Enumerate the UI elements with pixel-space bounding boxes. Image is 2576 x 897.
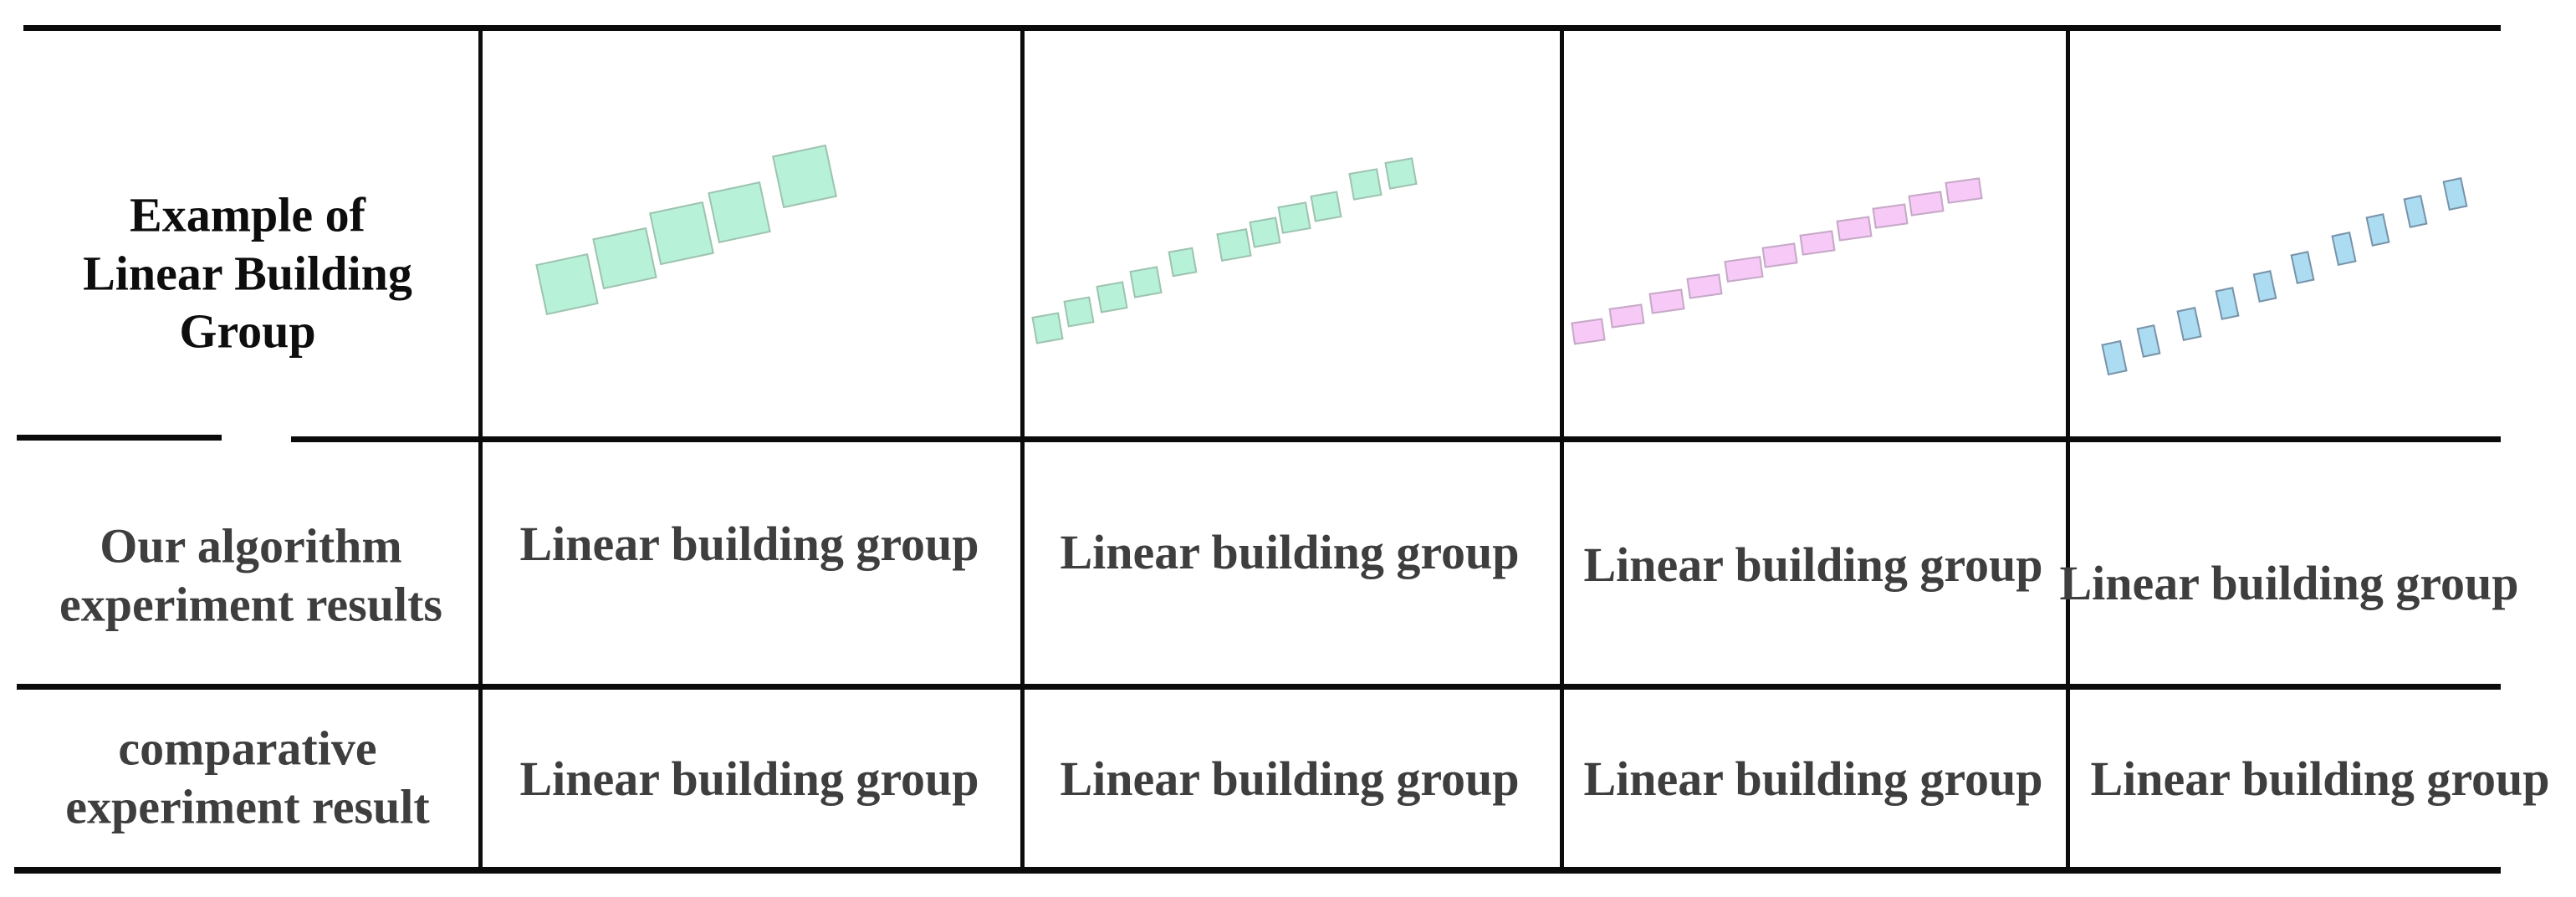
pink-rectangle-buildings	[1571, 317, 1606, 345]
small-green-square-buildings	[1129, 265, 1163, 298]
blue-rectangle-buildings	[2330, 231, 2357, 266]
pink-rectangle-buildings	[1799, 229, 1836, 256]
blue-rectangle-buildings	[2290, 251, 2315, 284]
column-divider-2	[1020, 25, 1025, 874]
row-separator-1-right-segment	[291, 436, 2501, 442]
large-green-square-buildings	[772, 144, 837, 209]
pink-rectangle-buildings	[1872, 202, 1909, 229]
column-divider-3	[1560, 25, 1564, 874]
small-green-square-buildings	[1384, 156, 1418, 190]
comparative-result-4: Linear building group	[2090, 752, 2550, 807]
our-algorithm-result-2: Linear building group	[1060, 525, 1520, 580]
blue-rectangle-buildings	[2215, 287, 2240, 320]
pink-rectangle-buildings	[1648, 288, 1685, 314]
blue-rectangle-buildings	[2252, 269, 2277, 303]
example-header-cell: Example of Linear Building Group	[83, 187, 412, 359]
small-green-square-buildings	[1030, 311, 1064, 344]
blue-rectangle-buildings	[2403, 195, 2428, 228]
small-green-square-buildings	[1063, 296, 1095, 328]
our-algorithm-row-header: Our algorithm experiment results	[59, 518, 442, 631]
table-border-bottom	[14, 867, 2501, 874]
pink-rectangle-buildings	[1686, 273, 1723, 299]
small-green-square-buildings	[1347, 167, 1383, 201]
table-border-top	[23, 25, 2501, 31]
comparative-result-1: Linear building group	[519, 752, 979, 807]
small-green-square-buildings	[1248, 217, 1281, 248]
blue-rectangle-buildings	[2136, 324, 2161, 358]
comparative-row-header: comparative experiment result	[65, 721, 430, 833]
large-green-square-buildings	[708, 181, 771, 243]
blue-rectangle-buildings	[2365, 213, 2390, 247]
our-algorithm-result-3: Linear building group	[1583, 538, 2043, 593]
pink-rectangle-buildings	[1908, 190, 1945, 217]
our-algorithm-result-1: Linear building group	[519, 517, 979, 572]
small-green-square-buildings	[1168, 247, 1198, 277]
large-green-square-buildings	[535, 253, 599, 315]
pink-rectangle-buildings	[1945, 177, 1983, 204]
pink-rectangle-buildings	[1761, 242, 1798, 268]
row-separator-1-left-segment	[17, 435, 222, 441]
blue-rectangle-buildings	[2442, 177, 2467, 211]
column-divider-4	[2066, 25, 2070, 874]
large-green-square-buildings	[592, 227, 657, 290]
row-separator-2	[17, 684, 2501, 690]
blue-rectangle-buildings	[2175, 306, 2202, 341]
small-green-square-buildings	[1309, 191, 1342, 222]
small-green-square-buildings	[1276, 201, 1311, 234]
pink-rectangle-buildings	[1836, 215, 1873, 242]
large-green-square-buildings	[649, 201, 714, 266]
our-algorithm-result-4: Linear building group	[2059, 556, 2519, 611]
small-green-square-buildings	[1215, 228, 1252, 262]
column-divider-1	[478, 25, 483, 874]
comparative-result-2: Linear building group	[1060, 752, 1520, 807]
blue-rectangle-buildings	[2101, 339, 2128, 376]
pink-rectangle-buildings	[1724, 256, 1764, 283]
small-green-square-buildings	[1095, 280, 1128, 313]
pink-rectangle-buildings	[1608, 303, 1645, 329]
comparative-result-3: Linear building group	[1583, 752, 2043, 807]
